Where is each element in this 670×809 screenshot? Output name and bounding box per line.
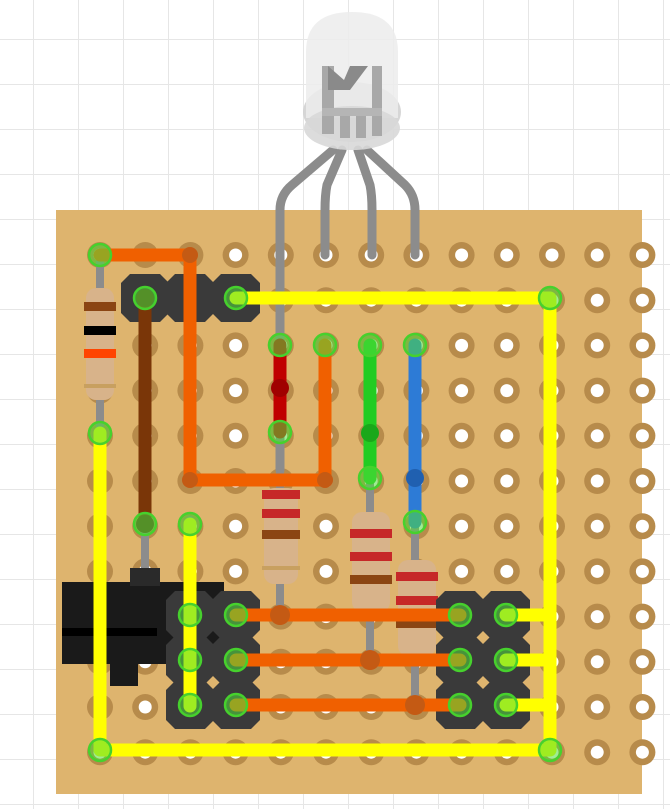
- board-hole: [629, 242, 656, 268]
- board-hole: [222, 513, 249, 540]
- board-hole: [629, 513, 656, 540]
- board-hole: [493, 377, 520, 404]
- board-hole: [539, 242, 565, 268]
- connection-endpoint: [223, 602, 249, 628]
- board-hole: [493, 468, 520, 494]
- board-hole: [629, 694, 656, 720]
- connection-endpoint: [132, 285, 158, 311]
- board-hole: [629, 648, 656, 675]
- connection-endpoint: [537, 737, 563, 763]
- board-hole: [584, 242, 611, 268]
- connection-endpoint: [223, 647, 249, 673]
- connection-endpoint: [177, 692, 203, 718]
- board-hole: [313, 513, 339, 540]
- board-hole: [448, 332, 475, 359]
- board-hole: [629, 603, 656, 630]
- board-hole: [584, 694, 611, 720]
- board-hole: [629, 377, 656, 404]
- board-hole: [222, 558, 249, 585]
- board-hole: [448, 468, 475, 494]
- connection-endpoint: [402, 509, 428, 535]
- led-legs: [275, 145, 420, 475]
- board-hole: [629, 422, 656, 449]
- board-hole: [584, 648, 611, 675]
- connection-endpoint: [312, 332, 338, 358]
- board-hole: [584, 422, 611, 449]
- board-hole: [584, 739, 611, 766]
- board-hole: [584, 468, 611, 494]
- connection-endpoint: [177, 647, 203, 673]
- board-hole: [584, 377, 611, 404]
- board-hole: [493, 422, 520, 449]
- connection-endpoint: [87, 737, 113, 763]
- connection-endpoint: [447, 647, 473, 673]
- connection-endpoint: [177, 511, 203, 537]
- connection-endpoint: [267, 419, 293, 445]
- board-hole: [448, 513, 475, 540]
- connection-endpoint: [177, 602, 203, 628]
- board-hole: [448, 377, 475, 404]
- connection-endpoint: [357, 332, 383, 358]
- connection-endpoint: [447, 602, 473, 628]
- resistor-green-channel: [350, 512, 392, 612]
- board-hole: [493, 242, 520, 268]
- board-hole: [629, 558, 656, 585]
- board-hole: [222, 377, 249, 404]
- board-hole: [222, 332, 249, 359]
- board-hole: [493, 332, 520, 359]
- connection-endpoint: [537, 285, 563, 311]
- board-hole: [629, 332, 656, 359]
- led-channel-jumpers: [271, 338, 424, 529]
- board-hole: [448, 422, 475, 449]
- connection-endpoint: [493, 692, 519, 718]
- connection-endpoint: [357, 465, 383, 491]
- board-hole: [584, 513, 611, 540]
- rgb-led: [303, 12, 401, 150]
- connection-endpoint: [402, 332, 428, 358]
- board-hole: [584, 287, 611, 314]
- connection-endpoint: [493, 602, 519, 628]
- connection-endpoints: [87, 242, 563, 763]
- board-hole: [222, 422, 249, 449]
- connection-endpoint: [223, 692, 249, 718]
- board-hole: [132, 694, 159, 720]
- connection-endpoint: [87, 420, 113, 446]
- resistor-red-channel: [262, 488, 300, 584]
- board-hole: [629, 287, 656, 314]
- board-hole: [629, 468, 656, 494]
- connection-endpoint: [447, 692, 473, 718]
- board-hole: [448, 558, 475, 585]
- board-hole: [584, 558, 611, 585]
- connection-endpoint: [267, 332, 293, 358]
- board-hole: [584, 332, 611, 359]
- connection-endpoint: [223, 285, 249, 311]
- resistor-left: [84, 288, 116, 400]
- board-hole: [493, 513, 520, 540]
- board-hole: [584, 603, 611, 630]
- resistor-blue-channel: [396, 560, 438, 656]
- brown-jumper: [136, 289, 154, 533]
- board-hole: [222, 242, 249, 268]
- board-hole: [493, 558, 520, 585]
- connection-endpoint: [87, 242, 113, 268]
- board-hole: [629, 739, 656, 766]
- connection-endpoint: [132, 511, 158, 537]
- connection-endpoint: [493, 647, 519, 673]
- board-hole: [313, 558, 339, 585]
- orange-jumper-nodes: [182, 247, 425, 715]
- board-hole: [448, 242, 475, 268]
